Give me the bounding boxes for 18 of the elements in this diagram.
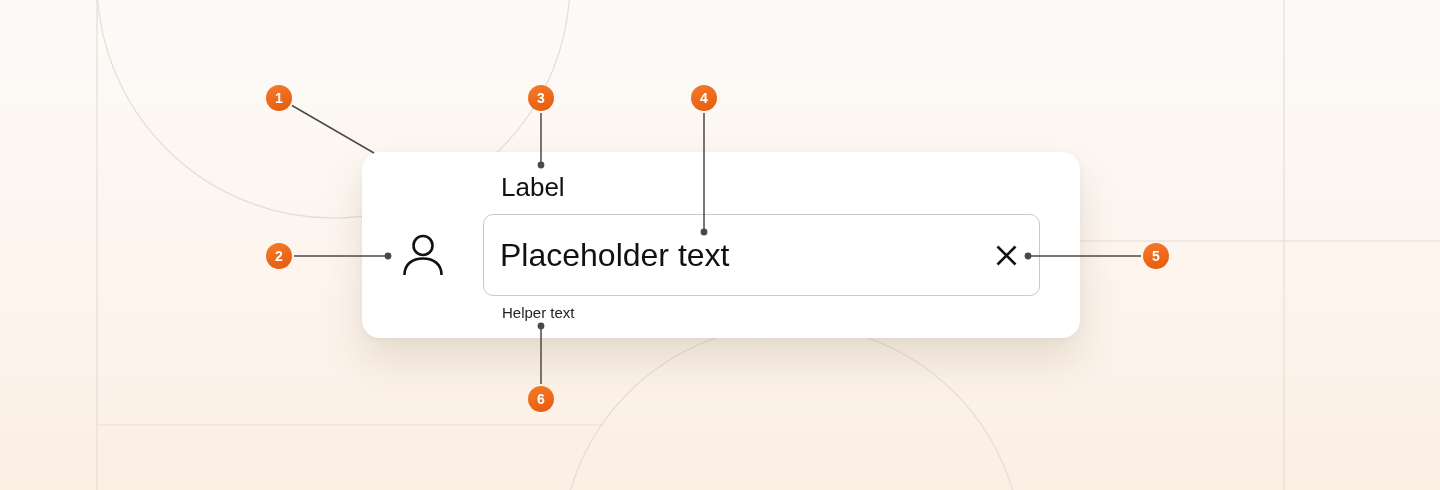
input-field: Placeholder text	[483, 214, 1040, 296]
leader-line	[293, 252, 392, 260]
callout-number: 4	[691, 85, 717, 111]
callout-number: 1	[266, 85, 292, 111]
leader-line	[1024, 252, 1142, 260]
close-icon	[996, 245, 1017, 266]
card	[362, 152, 1080, 338]
leader-line	[291, 104, 375, 154]
callout-number: 3	[528, 85, 554, 111]
leader-line	[700, 112, 708, 236]
person-icon	[403, 234, 443, 276]
callout-number: 6	[528, 386, 554, 412]
callout-number: 5	[1143, 243, 1169, 269]
leader-line	[537, 112, 545, 169]
leader-line	[537, 322, 545, 385]
field-label: Label	[501, 174, 565, 200]
helper-text: Helper text	[502, 305, 575, 320]
callout-number: 2	[266, 243, 292, 269]
